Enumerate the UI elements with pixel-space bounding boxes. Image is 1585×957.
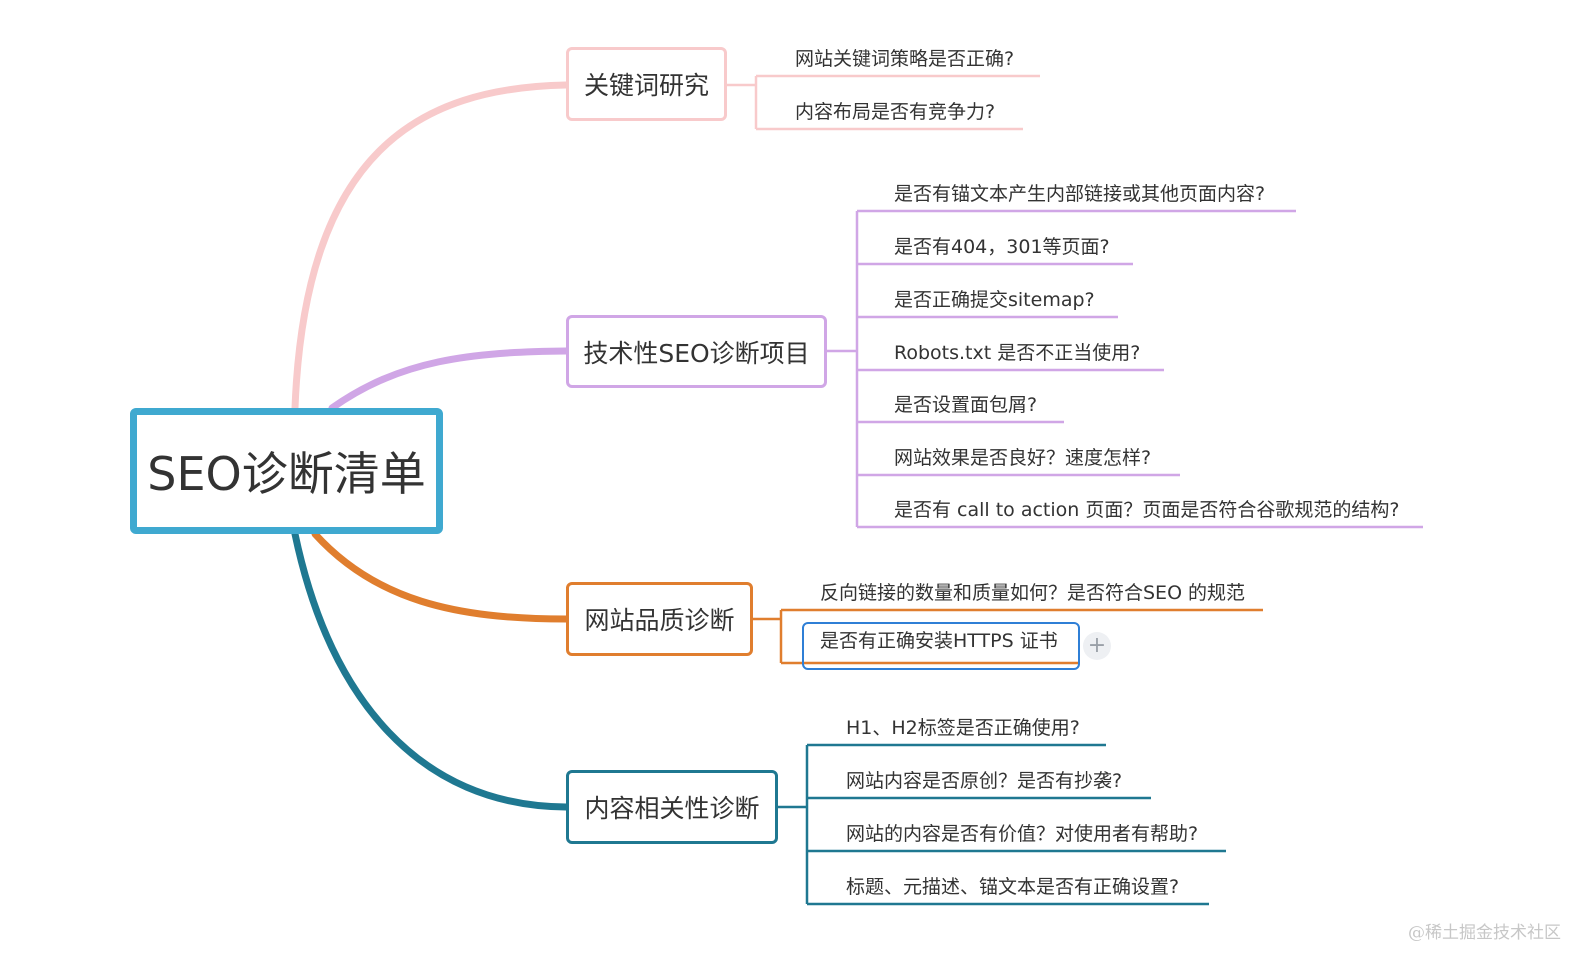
leaf-node[interactable]: 网站内容是否原创？是否有抄袭? (846, 770, 1123, 792)
leaf-node[interactable]: 网站关键词策略是否正确? (795, 48, 1015, 70)
branch-content-relevance-lines (778, 743, 1226, 906)
connector-technical-seo (328, 347, 570, 412)
leaf-node[interactable]: 是否有404，301等页面? (894, 236, 1110, 258)
branch-technical-seo-lines (827, 209, 1423, 529)
branch-node-site-quality[interactable]: 网站品质诊断 (566, 582, 753, 656)
leaf-node[interactable]: 是否有 call to action 页面？页面是否符合谷歌规范的结构? (894, 499, 1400, 521)
leaf-node[interactable]: 是否正确提交sitemap? (894, 289, 1095, 311)
connector-keyword-research (291, 81, 570, 412)
add-icon[interactable]: + (1083, 632, 1111, 660)
connector-content-relevance (291, 530, 570, 811)
leaf-node[interactable]: 是否有锚文本产生内部链接或其他页面内容? (894, 183, 1266, 205)
leaf-node[interactable]: H1、H2标签是否正确使用? (846, 717, 1080, 739)
leaf-node-selected[interactable]: 是否有正确安装HTTPS 证书 (802, 622, 1080, 670)
leaf-node[interactable]: 内容布局是否有竞争力? (795, 101, 996, 123)
branch-node-keyword-research[interactable]: 关键词研究 (566, 47, 727, 121)
branch-node-content-relevance[interactable]: 内容相关性诊断 (566, 770, 778, 844)
branch-node-technical-seo[interactable]: 技术性SEO诊断项目 (566, 315, 827, 388)
watermark: @稀土掘金技术社区 (1408, 923, 1561, 943)
leaf-node[interactable]: 网站的内容是否有价值？对使用者有帮助? (846, 823, 1199, 845)
leaf-node[interactable]: 是否设置面包屑? (894, 394, 1038, 416)
leaf-node[interactable]: 反向链接的数量和质量如何？是否符合SEO 的规范 (820, 582, 1246, 604)
branch-keyword-research-lines (727, 74, 1040, 131)
leaf-node[interactable]: 网站效果是否良好？速度怎样? (894, 447, 1152, 469)
connector-site-quality (311, 530, 570, 623)
leaf-node[interactable]: Robots.txt 是否不正当使用? (894, 342, 1141, 364)
leaf-node[interactable]: 标题、元描述、锚文本是否有正确设置? (846, 876, 1180, 898)
root-node[interactable]: SEO诊断清单 (130, 408, 443, 534)
branch-site-quality-lines (753, 608, 1263, 665)
